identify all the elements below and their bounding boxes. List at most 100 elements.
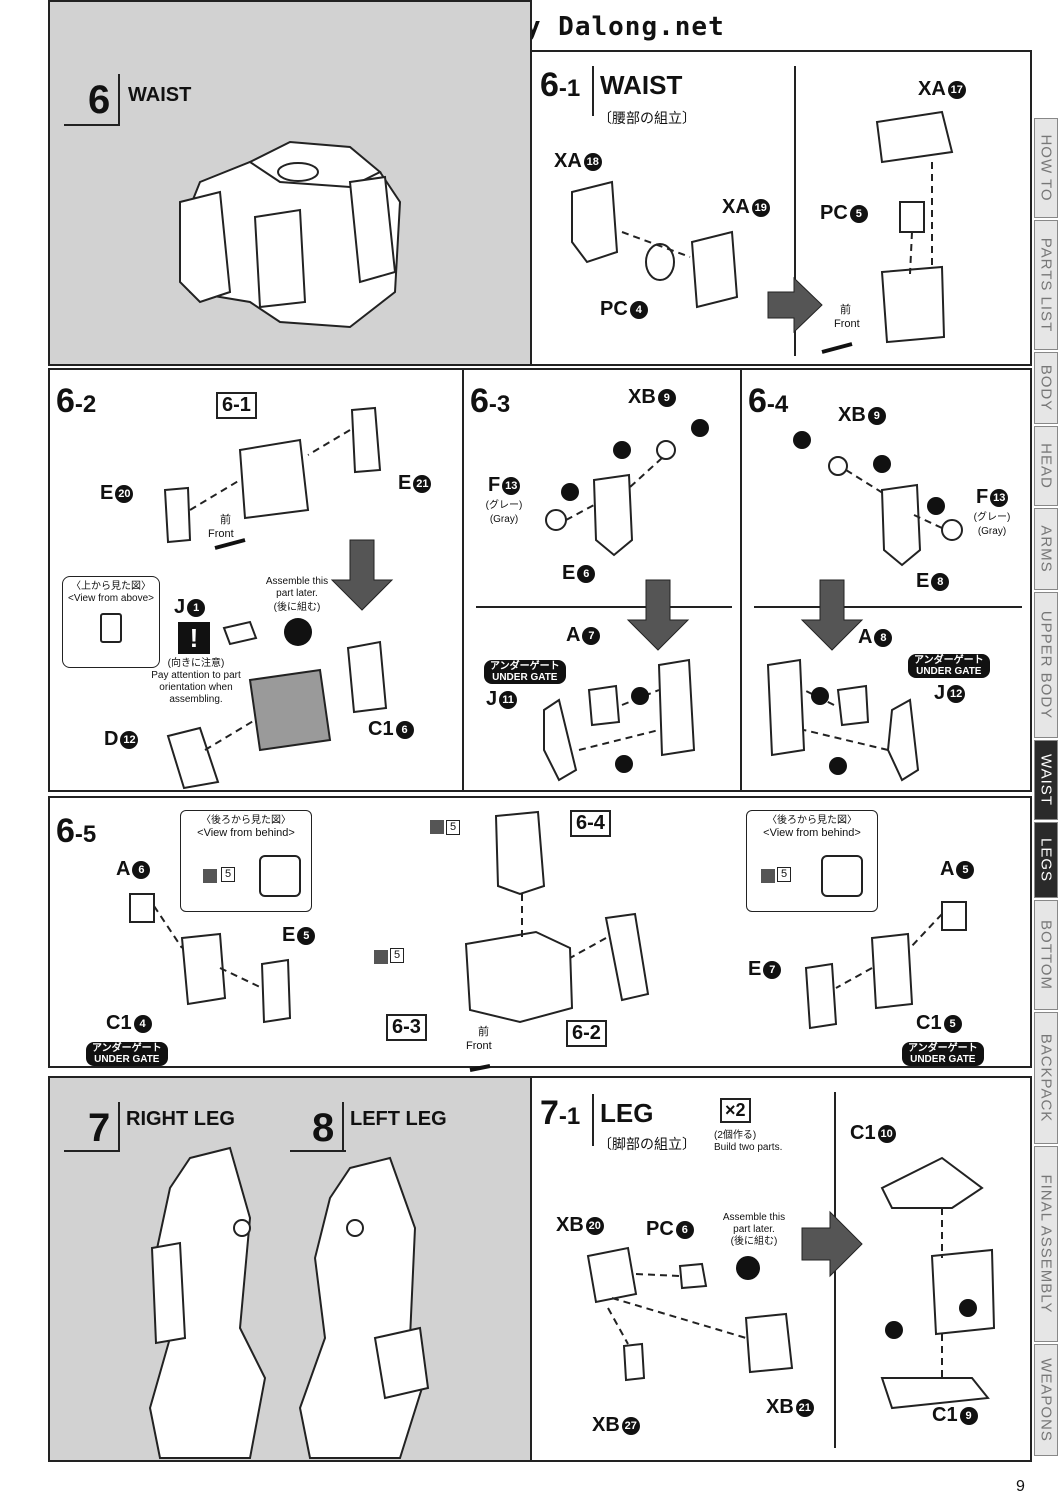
ref-box-6-4: 6-4 [570, 810, 611, 837]
view-from-behind-inset-left: 〈後ろから見た図〉 <View from behind> 5 [180, 810, 312, 912]
tab-upper-body[interactable]: UPPER BODY [1034, 592, 1058, 738]
gray-note-jp: (グレー) [485, 500, 523, 511]
tab-label: BOTTOM [1037, 920, 1055, 990]
view-from-behind-inset-right: 〈後ろから見た図〉 <View from behind> 5 [746, 810, 878, 912]
front-label-jp: 前 [220, 514, 231, 526]
tab-arms[interactable]: ARMS [1034, 508, 1058, 590]
tab-waist[interactable]: WAIST [1034, 740, 1058, 820]
assemble-later-jp: (後に組む) [273, 602, 321, 613]
front-label: Front [834, 318, 860, 330]
section-number: 6 [88, 78, 111, 122]
attention-note-jp: (向きに注意) [167, 658, 225, 669]
step-6-1-diagram [571, 110, 954, 354]
ref-box-6-2: 6-2 [566, 1020, 607, 1047]
tab-head[interactable]: HEAD [1034, 426, 1058, 506]
gray-note: (Gray) [489, 514, 519, 525]
tab-bottom[interactable]: BOTTOM [1034, 900, 1058, 1010]
step-6-3-diagram [543, 419, 709, 782]
tab-label: BACKPACK [1037, 1033, 1055, 1123]
tab-label: WAIST [1037, 754, 1055, 806]
front-label: Front [466, 1040, 492, 1052]
tab-label: WEAPONS [1037, 1358, 1055, 1442]
section-7-number: 7 [88, 1106, 111, 1150]
section-title: WAIST [128, 84, 192, 106]
front-label-jp: 前 [840, 304, 851, 316]
step-number: 6-2 [56, 382, 97, 420]
tab-label: BODY [1037, 364, 1055, 412]
build-two-jp: (2個作る) [714, 1130, 757, 1141]
section-8-number: 8 [312, 1106, 335, 1150]
step-number: 6-3 [470, 382, 511, 420]
tab-parts-list[interactable]: PARTS LIST [1034, 220, 1058, 350]
step-number: 7-1 [540, 1094, 581, 1132]
assemble-later-jp: (後に組む) [730, 1236, 778, 1247]
tab-label: PARTS LIST [1037, 237, 1055, 333]
gray-note: (Gray) [977, 526, 1007, 537]
step-number: 6-1 [540, 66, 581, 104]
step-number: 6-4 [748, 382, 789, 420]
tab-label: UPPER BODY [1037, 610, 1055, 720]
page-number: 9 [1016, 1478, 1025, 1495]
step-title: LEG [600, 1098, 654, 1128]
view-from-above-inset: 〈上から見た図〉 <View from above> [62, 576, 160, 668]
attention-note: Pay attention to part orientation when a… [151, 670, 241, 705]
section-7-8-panel: 7 RIGHT LEG 8 LEFT LEG [48, 1076, 532, 1462]
build-two-note: Build two parts. [714, 1142, 783, 1153]
tab-how-to[interactable]: HOW TO [1034, 118, 1058, 218]
step-6-4-diagram [766, 431, 963, 782]
tab-legs[interactable]: LEGS [1034, 822, 1058, 898]
section-6-panel: 6 WAIST [48, 0, 532, 366]
tab-body[interactable]: BODY [1034, 352, 1058, 424]
section-7-title: RIGHT LEG [126, 1108, 235, 1130]
warning-icon: ! [178, 622, 210, 654]
step-number: 6-5 [56, 812, 97, 850]
tab-final-assembly[interactable]: FINAL ASSEMBLY [1034, 1146, 1058, 1342]
tab-label: FINAL ASSEMBLY [1037, 1174, 1055, 1314]
step-title: WAIST [600, 70, 683, 100]
tab-weapons[interactable]: WEAPONS [1034, 1344, 1058, 1456]
tab-backpack[interactable]: BACKPACK [1034, 1012, 1058, 1144]
step-title-jp: 〔腰部の組立〕 [598, 110, 696, 126]
ref-box-6-1: 6-1 [216, 392, 257, 419]
step-6-2-diagram [163, 406, 394, 790]
ref-box-6-3: 6-3 [386, 1014, 427, 1041]
tab-label: ARMS [1037, 525, 1055, 573]
step-7-1-diagram [586, 1156, 996, 1410]
